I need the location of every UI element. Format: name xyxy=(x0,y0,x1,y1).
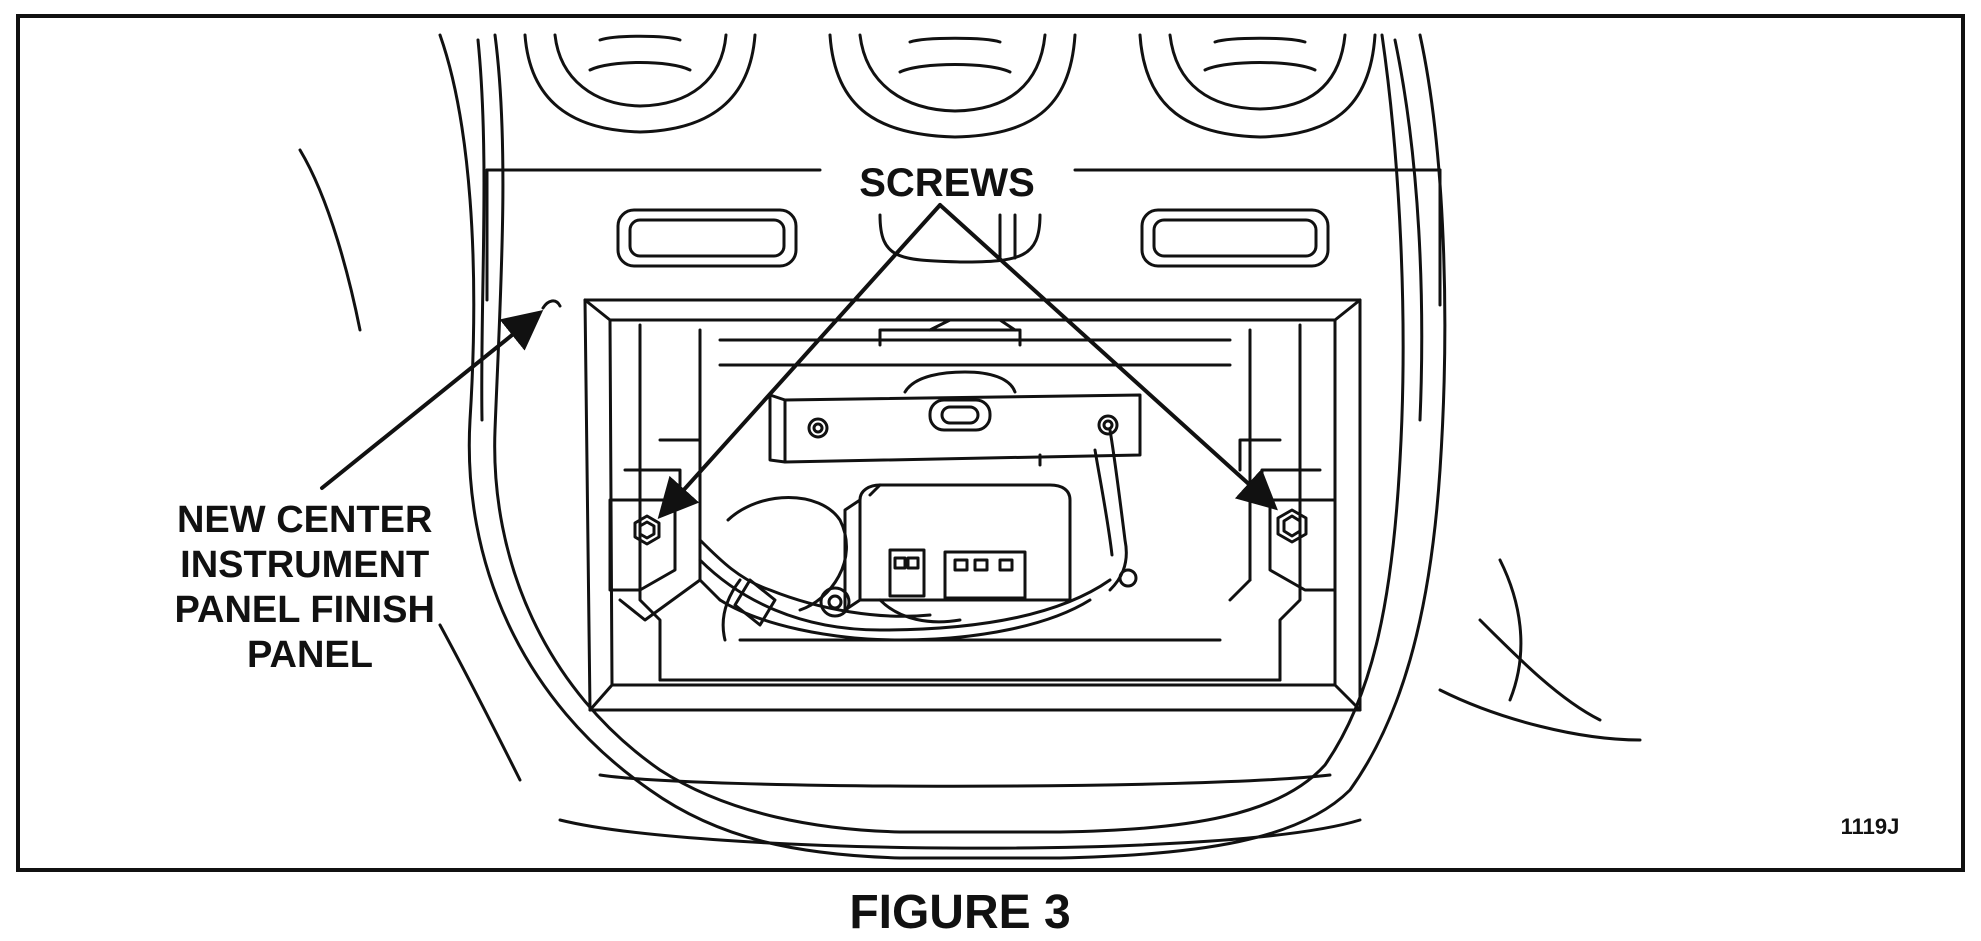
panel-label-line-1: NEW CENTER xyxy=(177,499,432,541)
connector-left xyxy=(888,548,926,598)
bracket-slot xyxy=(928,398,992,432)
console-right-inner-edge xyxy=(1058,33,1405,834)
screws-arrow-right xyxy=(938,203,1278,511)
right-mount-tab xyxy=(1238,438,1337,592)
panel-label-line-2: INSTRUMENT xyxy=(180,544,429,586)
module-box xyxy=(843,483,1072,612)
console-left-outer-edge xyxy=(438,33,902,860)
console-bottom-edge xyxy=(598,773,1332,788)
wire-connector xyxy=(819,586,851,618)
air-vent-left xyxy=(523,33,757,134)
dashboard-drawing xyxy=(298,33,1642,860)
figure-frame xyxy=(16,14,1965,872)
hazard-slot-right xyxy=(1140,208,1330,268)
panel-label: NEW CENTER INSTRUMENT PANEL FINISH PANEL xyxy=(175,499,446,676)
panel-label-line-3: PANEL FINISH xyxy=(175,589,435,631)
air-vent-center xyxy=(828,33,1077,139)
screws-label: SCREWS xyxy=(859,161,1035,205)
connector-right xyxy=(943,550,1027,600)
console-right-outer-edge xyxy=(1058,33,1447,860)
hazard-slot-left xyxy=(616,208,798,268)
panel-label-line-4: PANEL xyxy=(247,634,373,676)
panel-arrow xyxy=(320,309,544,490)
wiring-harness xyxy=(698,428,1138,642)
radio-cavity xyxy=(638,318,1302,682)
screw-left xyxy=(633,514,661,546)
figure-code: 1119J xyxy=(1841,814,1900,839)
panel-arrow-tip-hook xyxy=(541,299,562,310)
screw-right xyxy=(1276,508,1308,544)
mounting-bracket xyxy=(768,370,1142,467)
console-left-inner-edge xyxy=(493,33,902,834)
figure-caption: FIGURE 3 xyxy=(849,886,1070,939)
callout-arrows xyxy=(320,203,1278,519)
air-vent-right xyxy=(1138,33,1377,139)
screws-arrow-left xyxy=(657,203,942,519)
